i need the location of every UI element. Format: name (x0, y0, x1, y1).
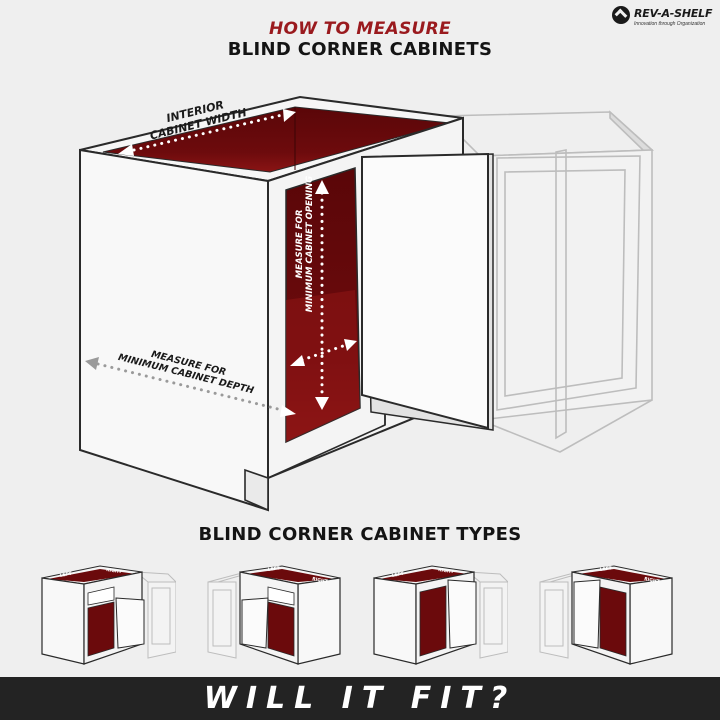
opening-label-line1: MEASURE FOR (295, 210, 305, 279)
cabinet-side-panel (79, 148, 269, 512)
interior-width-arrowhead-left (118, 144, 134, 156)
brand-name: REV-A-SHELF (634, 7, 713, 20)
header-title: BLIND CORNER CABINETS (227, 39, 493, 60)
main-cabinet-diagram: INTERIOR CABINET WIDTH MEASURE FOR MINIM… (79, 95, 655, 512)
depth-arrowhead-left (85, 357, 99, 370)
type-3-right-label: RIGHT (438, 567, 455, 575)
type-1-left-label: LEFT (59, 571, 73, 579)
banner-text: WILL IT FIT? (203, 681, 517, 716)
opening-arrowhead-left (290, 355, 305, 366)
opening-label-line2: MINIMUM CABINET OPENING (305, 176, 315, 312)
cabinet-type-4: LEFT RIGHT (539, 565, 673, 665)
bottom-banner: WILL IT FIT? (0, 677, 720, 720)
opening-arrowhead-down (315, 397, 329, 410)
brand-tagline: Innovation through Organization (634, 21, 706, 27)
type-4-right-label: RIGHT (644, 576, 661, 585)
header-kicker: HOW TO MEASURE (269, 19, 451, 39)
opening-arrowhead-right (344, 339, 357, 351)
cabinet-door (361, 152, 494, 431)
type-2-right-label: RIGHT (312, 576, 329, 585)
type-1-right-label: RIGHT (106, 567, 123, 575)
cabinet-type-3: LEFT RIGHT (373, 565, 508, 665)
type-2-left-label: LEFT (267, 565, 281, 573)
opening-horizontal-arrow (300, 343, 348, 362)
cabinet-type-2: LEFT RIGHT (207, 565, 341, 665)
opening-label: MEASURE FOR MINIMUM CABINET OPENING (295, 176, 315, 312)
brand-mark-icon (612, 6, 630, 24)
opening-arrowhead-up (315, 180, 329, 194)
type-3-left-label: LEFT (391, 571, 405, 579)
interior-width-arrow (132, 113, 284, 152)
interior-width-arrowhead-right (283, 109, 296, 122)
depth-arrowhead-right (280, 405, 296, 417)
brand-logo: REV-A-SHELF Innovation through Organizat… (612, 6, 716, 32)
type-4-left-label: LEFT (599, 565, 613, 573)
types-heading: BLIND CORNER CABINET TYPES (198, 524, 522, 545)
cabinet-type-1: LEFT RIGHT (41, 565, 176, 665)
